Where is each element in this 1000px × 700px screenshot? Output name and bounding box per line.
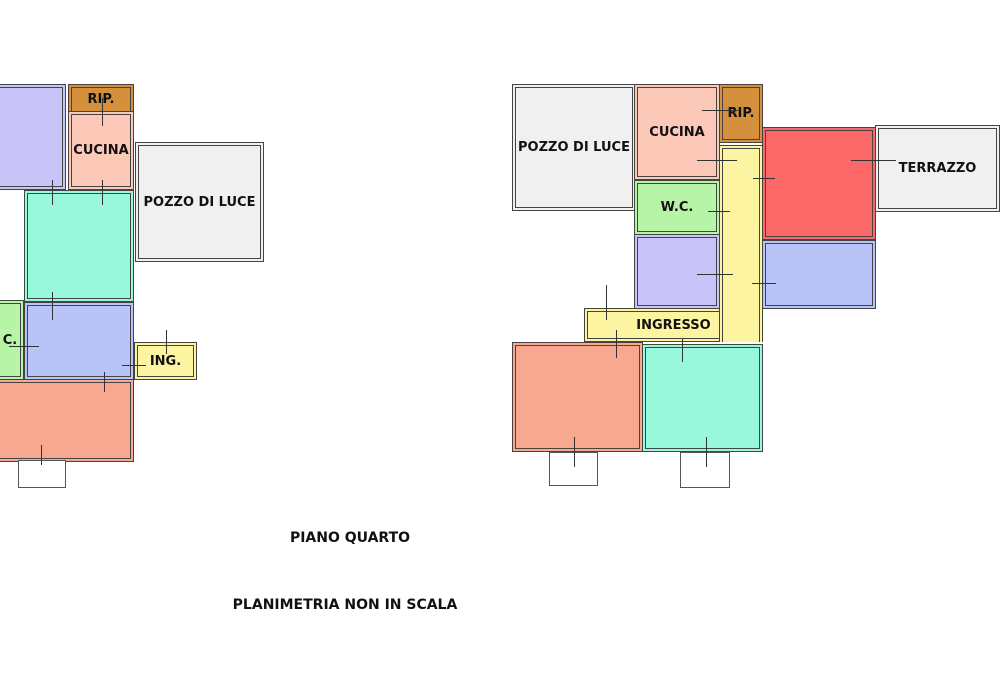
left-room-0 [0,84,66,190]
door-swing-marker [753,178,775,179]
room-label: RIP. [727,106,755,121]
balcony-0 [18,460,66,488]
left-room-5: C. [0,300,24,380]
right-room-2: RIP. [719,84,763,143]
door-swing-marker [104,372,105,392]
right-room-10 [642,344,763,452]
door-swing-marker [102,98,103,126]
room-label: CUCINA [73,143,129,158]
right-room-3 [762,127,876,240]
door-swing-marker [52,180,53,205]
door-swing-marker [697,274,733,275]
door-swing-marker [52,292,53,320]
left-room-3: POZZO DI LUCE [135,142,264,262]
left-room-8 [0,379,134,462]
door-swing-marker [9,346,39,347]
room-label: C. [2,332,18,348]
door-swing-marker [166,330,167,354]
door-swing-marker [702,110,738,111]
door-swing-marker [616,330,617,358]
left-room-4 [24,190,134,302]
right-room-9 [512,342,643,452]
room-label: POZZO DI LUCE [518,140,630,155]
left-room-2: CUCINA [68,111,134,190]
right-room-0: POZZO DI LUCE [512,84,636,211]
room-label: POZZO DI LUCE [143,194,256,210]
right-room-7 [762,240,876,309]
room-label: W.C. [660,200,694,215]
room-label: TERRAZZO [898,161,977,176]
door-swing-marker [574,437,575,467]
door-swing-marker [708,211,730,212]
room-label: ING. [149,353,182,369]
door-swing-marker [102,180,103,205]
door-swing-marker [682,338,683,362]
room-label: CUCINA [649,124,705,140]
right-room-6 [634,234,720,309]
left-room-6 [24,302,134,380]
door-swing-marker [851,160,896,161]
door-swing-marker [606,285,607,320]
door-swing-marker [752,283,776,284]
left-room-7: ING. [134,342,197,380]
right-room-1: CUCINA [634,84,720,180]
scale-note: PLANIMETRIA NON IN SCALA [232,597,458,613]
floor-caption: PIANO QUARTO [289,530,411,546]
ingresso-corridor [719,145,763,342]
door-swing-marker [697,160,737,161]
corridor-join [723,312,759,338]
room-label: RIP. [87,92,115,107]
balcony-2 [680,452,730,488]
door-swing-marker [122,365,146,366]
door-swing-marker [706,437,707,467]
door-swing-marker [41,445,42,465]
right-room-5: W.C. [634,180,720,235]
balcony-1 [549,452,598,486]
room-label: INGRESSO [636,317,711,333]
right-room-4: TERRAZZO [875,125,1000,212]
